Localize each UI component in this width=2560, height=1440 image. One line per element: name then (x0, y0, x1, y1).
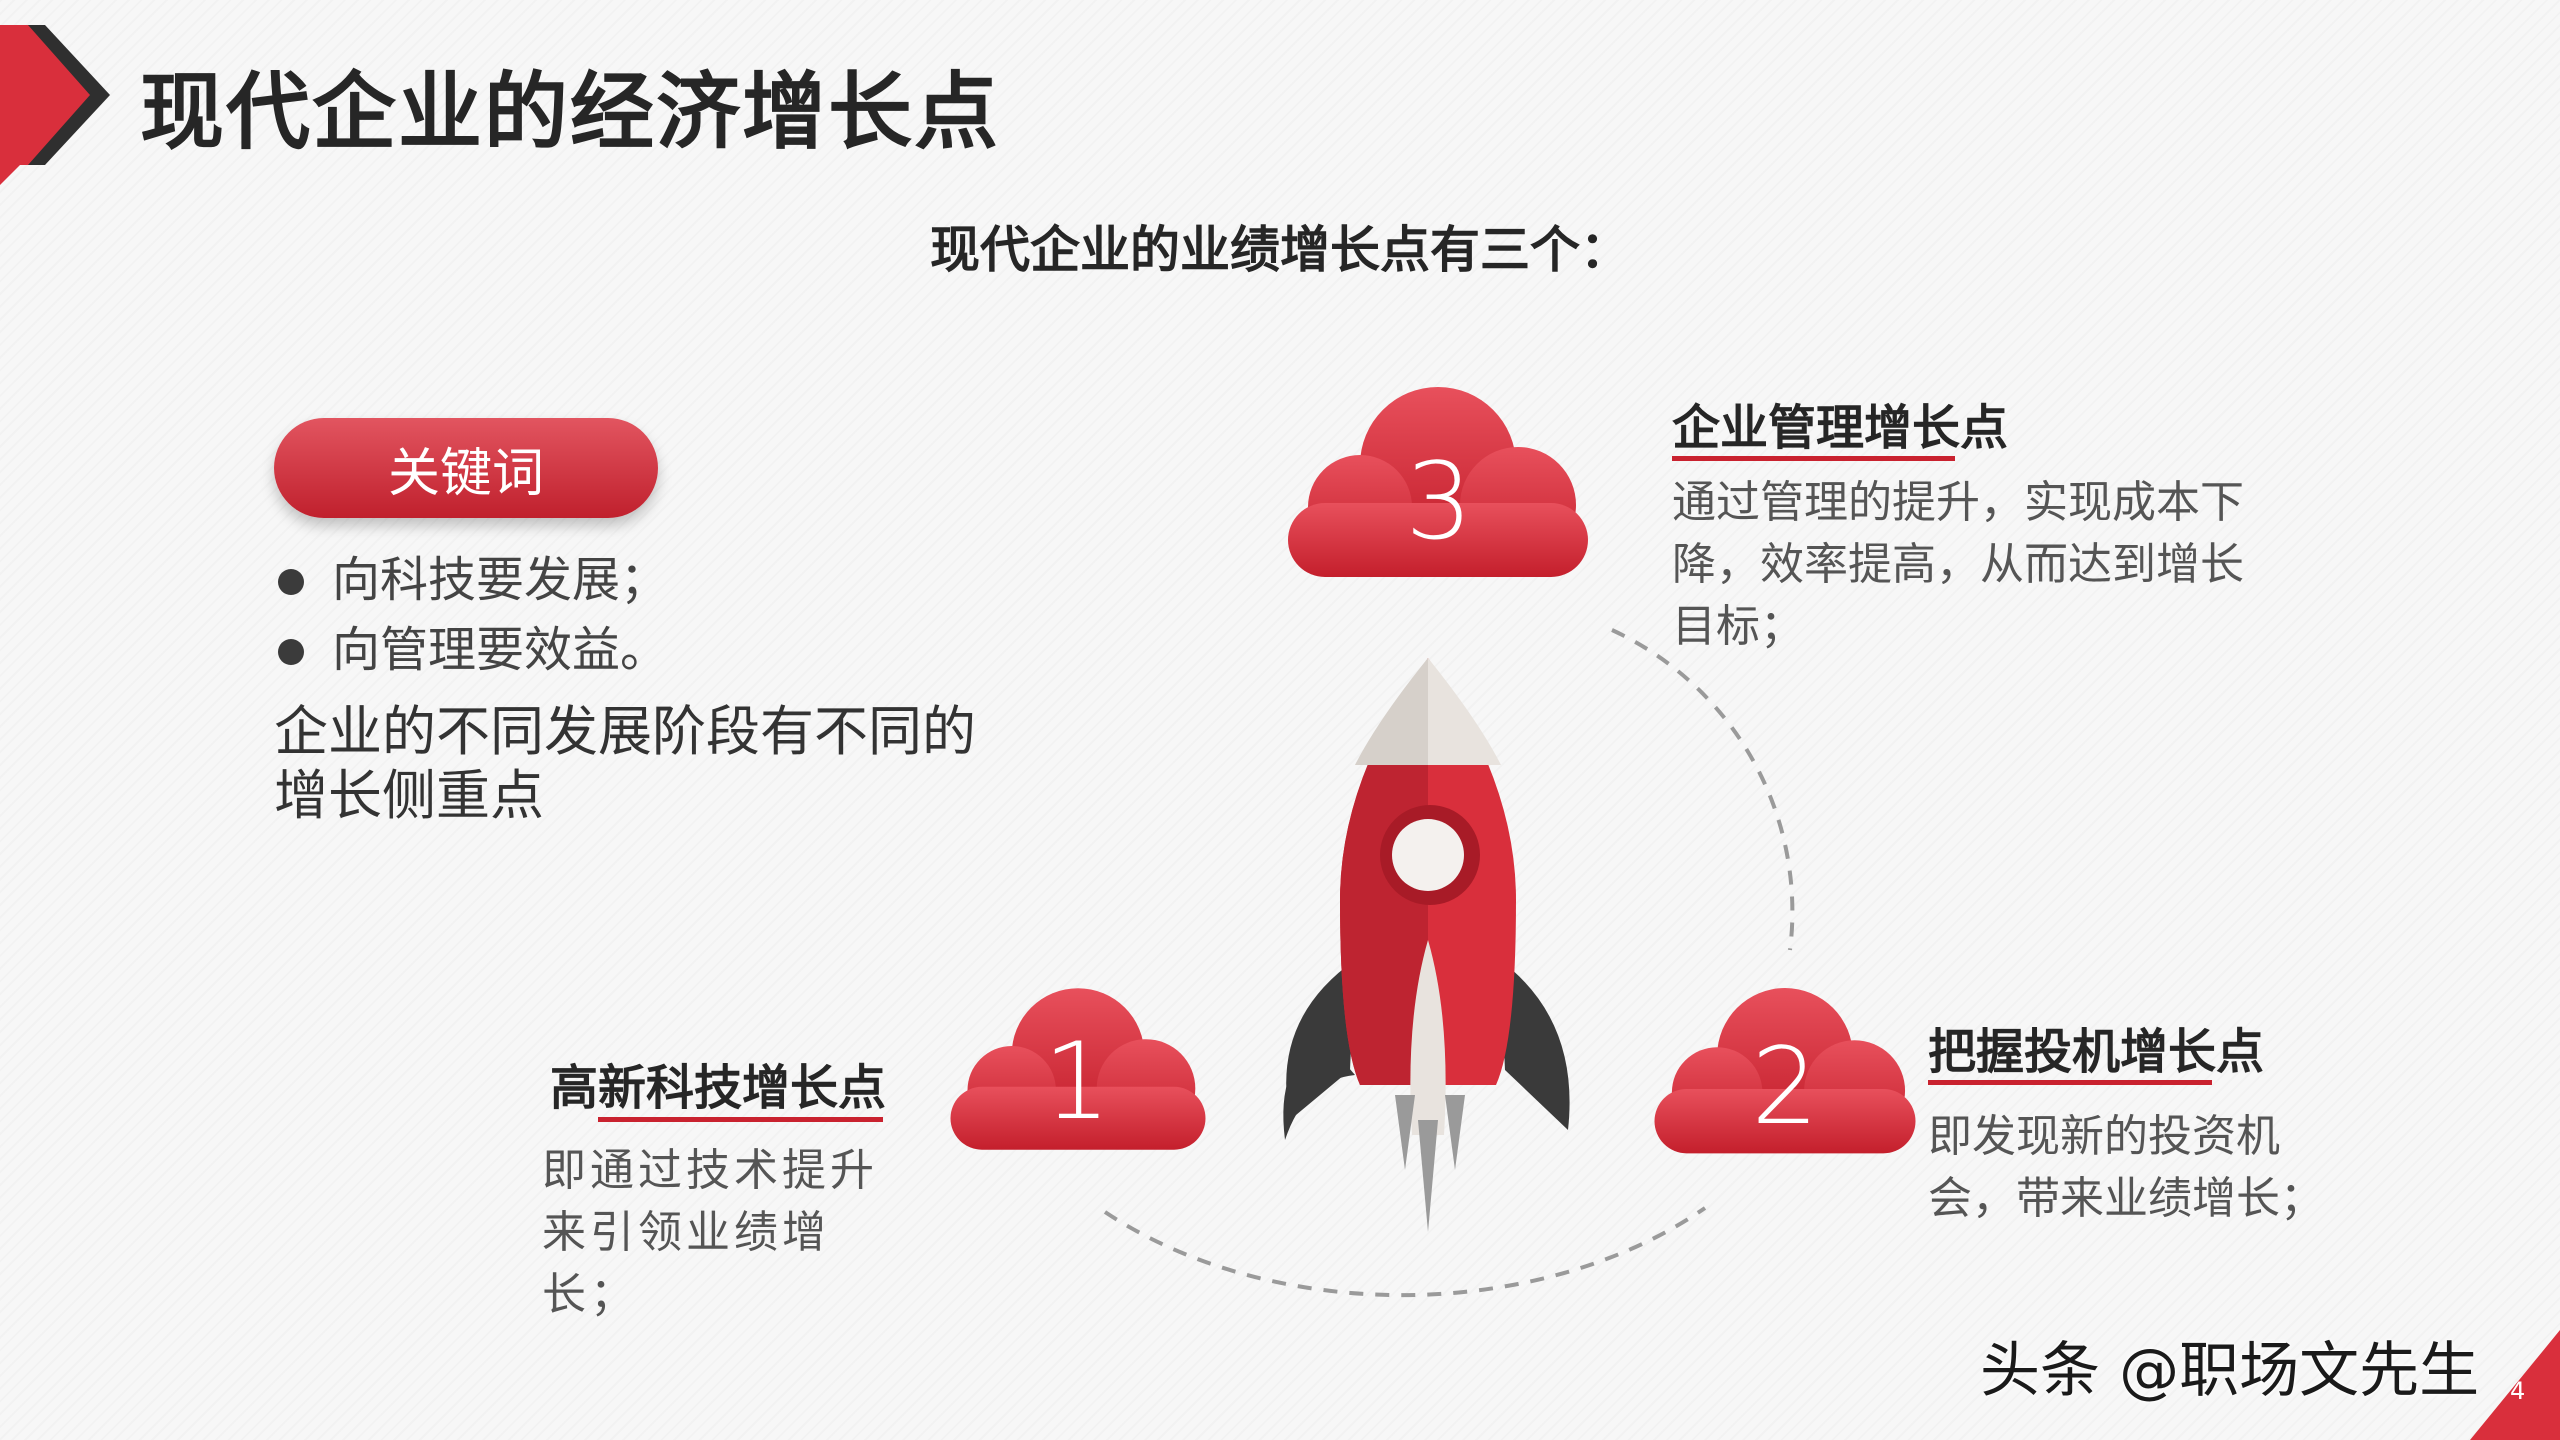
keyword-badge: 关键词 (274, 418, 658, 518)
bullet-text: 向科技要发展； (332, 552, 669, 608)
growth-number: 3 (1405, 440, 1473, 563)
keyword-list: 向科技要发展； 向管理要效益。 (274, 545, 668, 685)
growth-point-title: 企业管理增长点 (1672, 400, 2009, 456)
subtitle: 现代企业的业绩增长点有三个： (930, 221, 1630, 279)
list-item: 向科技要发展； (274, 545, 668, 615)
page-title: 现代企业的经济增长点 (140, 63, 1001, 161)
corner-triangle (2470, 1330, 2560, 1440)
keyword-label: 关键词 (387, 443, 544, 504)
growth-point-desc: 通过管理的提升，实现成本下降，效率提高，从而达到增长目标； (1672, 477, 2244, 652)
growth-point-desc: 即通过技术提升来引领业绩增长； (542, 1145, 878, 1320)
list-item: 向管理要效益。 (274, 615, 668, 685)
growth-point-title: 把握投机增长点 (1928, 1024, 2265, 1080)
bullet-text: 向管理要效益。 (332, 622, 669, 678)
growth-point-title: 高新科技增长点 (550, 1060, 887, 1116)
growth-number: 1 (1043, 1020, 1111, 1143)
bullet-dot-icon (278, 639, 304, 665)
title-chevron-decoration (0, 25, 110, 185)
page-number: 4 (2510, 1377, 2526, 1405)
growth-point-desc: 即发现新的投资机会，带来业绩增长； (1928, 1111, 2324, 1224)
title-underline (598, 1117, 883, 1122)
bullet-dot-icon (278, 569, 304, 595)
orbit-arc-top (1611, 628, 1795, 951)
stage-description: 企业的不同发展阶段有不同的增长侧重点 (274, 700, 976, 827)
orbit-arc-bottom (1103, 1206, 1707, 1298)
title-underline (1672, 456, 1955, 461)
title-underline (1928, 1080, 2212, 1085)
growth-number: 2 (1751, 1025, 1819, 1148)
rocket-icon (1283, 658, 1570, 1232)
watermark: 头条 @职场文先生 (1980, 1336, 2480, 1406)
